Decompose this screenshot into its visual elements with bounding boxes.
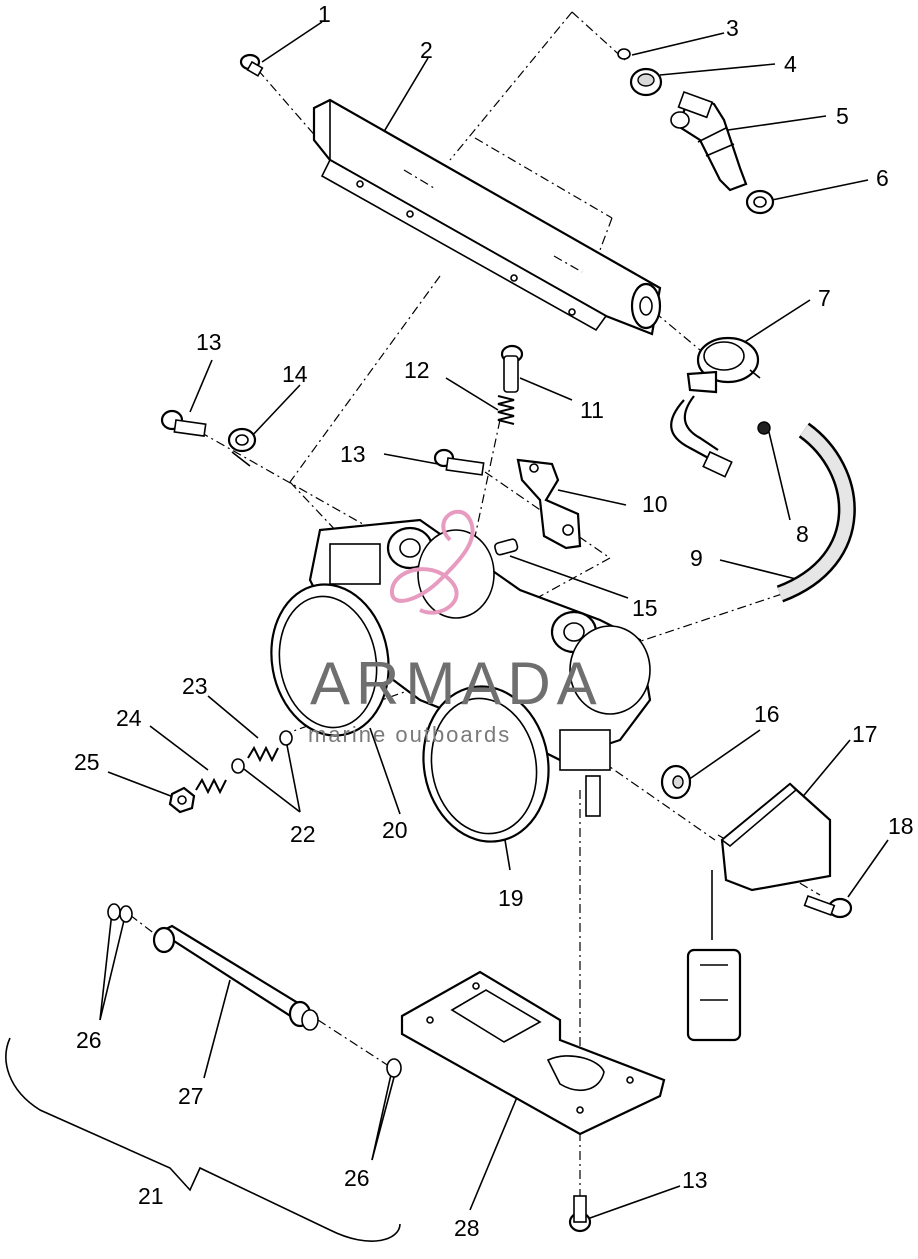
callout-27: 27	[178, 1083, 204, 1109]
part-bolt-11	[500, 344, 524, 393]
callout-13-lower: 13	[682, 1167, 708, 1193]
callout-16: 16	[754, 701, 780, 727]
part-screw-24	[195, 777, 227, 795]
part-spring-23	[247, 745, 279, 763]
part-bracket-10	[516, 458, 582, 550]
callout-24: 24	[116, 705, 142, 731]
callout-3: 3	[726, 15, 739, 41]
leader-lines	[99, 21, 889, 1219]
part-hose-9	[776, 422, 856, 603]
callout-11: 11	[580, 397, 604, 423]
callout-8: 8	[796, 521, 809, 547]
callout-6: 6	[876, 165, 889, 191]
watermark-subtitle: marine outboards	[308, 722, 511, 747]
part-nut-25	[168, 786, 196, 814]
callout-22: 22	[290, 821, 316, 847]
part-pressure-regulator-7	[670, 336, 761, 478]
part-screw-8	[757, 421, 771, 435]
part-intake-ring-20	[270, 583, 390, 737]
callout-13-mid: 13	[340, 441, 366, 467]
part-clamp-14	[227, 427, 257, 467]
part-bolt-13-lower	[568, 1195, 592, 1233]
callout-15: 15	[632, 595, 658, 621]
callout-18: 18	[888, 813, 914, 839]
part-shaft-27	[152, 924, 319, 1031]
callout-20: 20	[382, 817, 408, 843]
part-o-ring-3	[617, 48, 631, 60]
callout-9: 9	[690, 545, 703, 571]
callout-7: 7	[818, 285, 831, 311]
part-screw-18	[803, 894, 853, 919]
callout-1: 1	[318, 1, 331, 27]
part-mounting-plate-28	[400, 970, 666, 1136]
part-clip-26-right	[386, 1058, 402, 1078]
callout-14: 14	[282, 361, 308, 387]
callout-26-left: 26	[76, 1027, 102, 1053]
watermark-brand: ARMADA	[310, 650, 603, 717]
callout-5: 5	[836, 103, 849, 129]
callout-23: 23	[182, 673, 208, 699]
callout-12: 12	[404, 357, 430, 383]
part-fuel-rail-2	[312, 98, 662, 336]
callout-2: 2	[420, 37, 433, 63]
callout-28: 28	[454, 1215, 480, 1241]
part-throttle-sensor-17	[686, 782, 832, 1042]
watermark: ARMADA marine outboards	[308, 509, 603, 747]
part-bolt-13-upper	[160, 409, 207, 437]
part-pin-15	[494, 538, 519, 556]
part-grommet-4	[629, 67, 663, 97]
group-bracket-21	[5, 1037, 401, 1242]
callout-21: 21	[138, 1183, 164, 1209]
callout-4: 4	[784, 51, 797, 77]
part-washers-22	[231, 730, 293, 774]
callout-13-upper: 13	[196, 329, 222, 355]
part-bolt-13-mid	[433, 448, 485, 476]
callout-10: 10	[642, 491, 668, 517]
part-screw-1	[239, 53, 264, 77]
part-spring-12	[497, 395, 515, 425]
callout-labels: 1 2 3 4 5 6 7 8 9 10 11 12 13 13 13 14 1…	[74, 1, 914, 1241]
callout-17: 17	[852, 721, 878, 747]
part-clip-26-left	[107, 903, 133, 923]
part-intake-ring-19	[422, 685, 550, 843]
part-fuel-injector-5	[670, 90, 748, 192]
part-washer-6	[745, 189, 775, 215]
callout-25: 25	[74, 749, 100, 775]
callout-19: 19	[498, 885, 524, 911]
watermark-logo	[390, 509, 475, 615]
callout-26-right: 26	[344, 1165, 370, 1191]
part-washer-16	[660, 764, 692, 800]
